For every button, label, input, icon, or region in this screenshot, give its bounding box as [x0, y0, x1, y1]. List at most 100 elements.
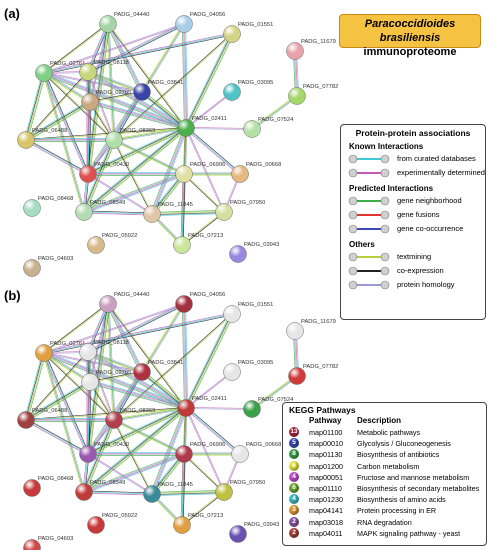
protein-node[interactable]: PADG_06488	[17, 128, 68, 149]
protein-node[interactable]: PADG_04056	[175, 292, 226, 313]
protein-node[interactable]: PADG_06906	[175, 162, 226, 183]
protein-node-sphere[interactable]	[288, 367, 306, 385]
protein-node[interactable]: PADG_02761	[35, 61, 86, 82]
protein-node[interactable]: PADG_00668	[231, 162, 282, 183]
protein-node[interactable]: PADG_00668	[231, 442, 282, 463]
protein-node[interactable]: PADG_00430	[79, 162, 130, 183]
protein-node-sphere[interactable]	[35, 344, 53, 362]
protein-node[interactable]: PADG_06906	[175, 442, 226, 463]
protein-node[interactable]: PADG_01551	[223, 302, 274, 323]
protein-node[interactable]: PADG_00430	[79, 442, 130, 463]
protein-node[interactable]: PADG_04440	[99, 292, 150, 313]
protein-node-sphere[interactable]	[231, 165, 249, 183]
protein-node[interactable]: PADG_02761	[35, 341, 86, 362]
protein-node[interactable]: PADG_08468	[23, 476, 74, 497]
protein-node-sphere[interactable]	[286, 42, 304, 60]
protein-node-sphere[interactable]	[229, 245, 247, 263]
protein-node[interactable]: PADG_11845	[143, 482, 193, 503]
protein-node[interactable]: PADG_03095	[223, 360, 274, 381]
protein-node-sphere[interactable]	[79, 445, 97, 463]
protein-node-sphere[interactable]	[99, 15, 117, 33]
protein-node[interactable]: PADG_04440	[99, 12, 150, 33]
protein-node-sphere[interactable]	[143, 485, 161, 503]
protein-node-sphere[interactable]	[223, 83, 241, 101]
protein-node-sphere[interactable]	[223, 25, 241, 43]
protein-node-sphere[interactable]	[231, 445, 249, 463]
protein-node[interactable]: PADG_02411	[177, 116, 227, 137]
protein-node-sphere[interactable]	[79, 63, 97, 81]
protein-node-sphere[interactable]	[87, 516, 105, 534]
protein-node-sphere[interactable]	[173, 516, 191, 534]
protein-node[interactable]: PADG_07524	[243, 117, 295, 138]
protein-node[interactable]: PADG_08118	[79, 60, 129, 81]
protein-node[interactable]: PADG_04056	[175, 12, 226, 33]
protein-node-sphere[interactable]	[17, 131, 35, 149]
protein-node-sphere[interactable]	[286, 322, 304, 340]
protein-node-sphere[interactable]	[215, 203, 233, 221]
protein-node-sphere[interactable]	[35, 64, 53, 82]
protein-node[interactable]: PADG_11845	[143, 202, 193, 223]
protein-node[interactable]: PADG_01551	[223, 22, 274, 43]
protein-node[interactable]: PADG_11679	[286, 319, 336, 340]
protein-node-sphere[interactable]	[17, 411, 35, 429]
protein-node-sphere[interactable]	[223, 363, 241, 381]
protein-node-sphere[interactable]	[99, 295, 117, 313]
protein-node[interactable]: PADG_06488	[17, 408, 68, 429]
protein-node[interactable]: PADG_07213	[173, 513, 224, 534]
protein-node[interactable]: PADG_07213	[173, 233, 224, 254]
protein-node[interactable]: PADG_07950	[215, 480, 266, 501]
protein-node-sphere[interactable]	[143, 205, 161, 223]
protein-node-sphere[interactable]	[79, 165, 97, 183]
protein-node[interactable]: PADG_03095	[223, 80, 274, 101]
protein-node-sphere[interactable]	[177, 399, 195, 417]
protein-node[interactable]: PADG_03841	[133, 80, 184, 101]
protein-node-sphere[interactable]	[177, 119, 195, 137]
protein-node[interactable]: PADG_08369	[105, 408, 156, 429]
protein-node-sphere[interactable]	[105, 411, 123, 429]
protein-node[interactable]: PADG_03943	[229, 522, 280, 543]
protein-node-sphere[interactable]	[87, 236, 105, 254]
protein-node-sphere[interactable]	[175, 445, 193, 463]
protein-node[interactable]: PADG_08369	[105, 128, 156, 149]
protein-node[interactable]: PADG_02785	[81, 370, 132, 391]
protein-node-sphere[interactable]	[215, 483, 233, 501]
protein-node[interactable]: PADG_07950	[215, 200, 266, 221]
protein-node[interactable]: PADG_02785	[81, 90, 132, 111]
protein-node-sphere[interactable]	[175, 295, 193, 313]
protein-node-sphere[interactable]	[243, 120, 261, 138]
protein-node[interactable]: PADG_08349	[75, 480, 126, 501]
protein-node[interactable]: PADG_08349	[75, 200, 126, 221]
protein-node[interactable]: PADG_05922	[87, 233, 138, 254]
protein-node-sphere[interactable]	[23, 199, 41, 217]
protein-node[interactable]: PADG_07524	[243, 397, 295, 418]
protein-node-sphere[interactable]	[243, 400, 261, 418]
protein-node-sphere[interactable]	[133, 83, 151, 101]
protein-node[interactable]: PADG_08118	[79, 340, 129, 361]
protein-node[interactable]: PADG_04603	[23, 256, 74, 277]
protein-node[interactable]: PADG_07782	[288, 84, 339, 105]
protein-node-sphere[interactable]	[75, 483, 93, 501]
protein-node-sphere[interactable]	[105, 131, 123, 149]
protein-node-sphere[interactable]	[288, 87, 306, 105]
protein-node[interactable]: PADG_07782	[288, 364, 339, 385]
protein-node[interactable]: PADG_05922	[87, 513, 138, 534]
protein-node-sphere[interactable]	[81, 373, 99, 391]
protein-node-sphere[interactable]	[23, 539, 41, 550]
protein-node-sphere[interactable]	[79, 343, 97, 361]
protein-node-sphere[interactable]	[23, 479, 41, 497]
protein-node[interactable]: PADG_02411	[177, 396, 227, 417]
protein-node-sphere[interactable]	[175, 15, 193, 33]
protein-node-sphere[interactable]	[23, 259, 41, 277]
protein-node-sphere[interactable]	[223, 305, 241, 323]
protein-node-sphere[interactable]	[173, 236, 191, 254]
protein-node[interactable]: PADG_04603	[23, 536, 74, 550]
protein-node-sphere[interactable]	[175, 165, 193, 183]
protein-node[interactable]: PADG_11679	[286, 39, 336, 60]
protein-node-sphere[interactable]	[229, 525, 247, 543]
protein-node-sphere[interactable]	[75, 203, 93, 221]
protein-node[interactable]: PADG_03943	[229, 242, 280, 263]
protein-node[interactable]: PADG_03841	[133, 360, 184, 381]
protein-node-sphere[interactable]	[81, 93, 99, 111]
protein-node[interactable]: PADG_08468	[23, 196, 74, 217]
protein-node-sphere[interactable]	[133, 363, 151, 381]
